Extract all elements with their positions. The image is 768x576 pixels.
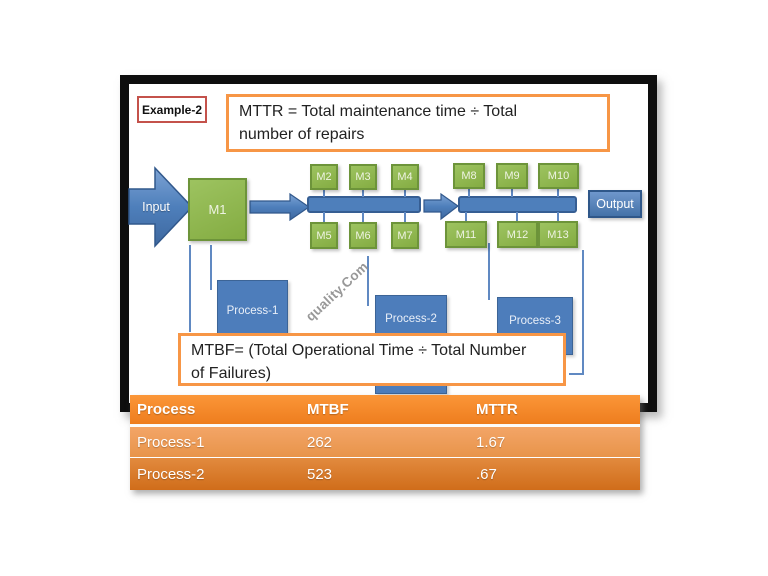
mttr-formula-text: MTTR = Total maintenance time ÷ Total nu… [239,103,518,143]
machine-box-m5: M5 [310,222,338,249]
machine-box-m4: M4 [391,164,419,190]
table-row: Process-1 262 1.67 [130,427,640,457]
cell-mtbf: 262 [307,433,333,451]
machine-box-m9: M9 [496,163,528,189]
mttr-formula-box: MTTR = Total maintenance time ÷ Total nu… [226,94,610,152]
flow-arrow-icon [423,192,460,221]
mtbf-formula-text: MTBF= (Total Operational Time ÷ Total Nu… [191,342,527,382]
conveyor-bar [458,196,577,213]
machine-box-m10: M10 [538,163,579,189]
results-table: Process MTBF MTTR Process-1 262 1.67 Pro… [130,395,640,490]
output-box: Output [588,190,642,218]
machine-box-m8: M8 [453,163,485,189]
flow-arrow-icon [249,192,311,222]
cell-mtbf: 523 [307,465,333,483]
machine-box-m11: M11 [445,221,487,248]
machine-box-m6: M6 [349,222,377,249]
table-header-process: Process [137,401,196,418]
connector-lines [189,189,584,375]
cell-process: Process-1 [137,433,205,451]
conveyor-bar [307,196,421,213]
cell-mttr: .67 [476,465,497,483]
table-row: Process-2 523 .67 [130,458,640,490]
input-arrow-icon [128,166,194,248]
machine-box-m1: M1 [188,178,247,241]
table-header-mtbf: MTBF [307,401,349,418]
mtbf-formula-box: MTBF= (Total Operational Time ÷ Total Nu… [178,333,566,386]
table-header-mttr: MTTR [476,401,518,418]
machine-box-m7: M7 [391,222,419,249]
machine-box-m12: M12 [497,221,538,248]
machine-box-m3: M3 [349,164,377,190]
cell-process: Process-2 [137,465,205,483]
example-label: Example-2 [137,96,207,123]
table-header-row: Process MTBF MTTR [130,395,640,424]
elbow-connector [569,250,584,375]
machine-box-m2: M2 [310,164,338,190]
cell-mttr: 1.67 [476,433,506,451]
input-arrow-label: Input [142,200,170,214]
machine-box-m13: M13 [538,221,578,248]
